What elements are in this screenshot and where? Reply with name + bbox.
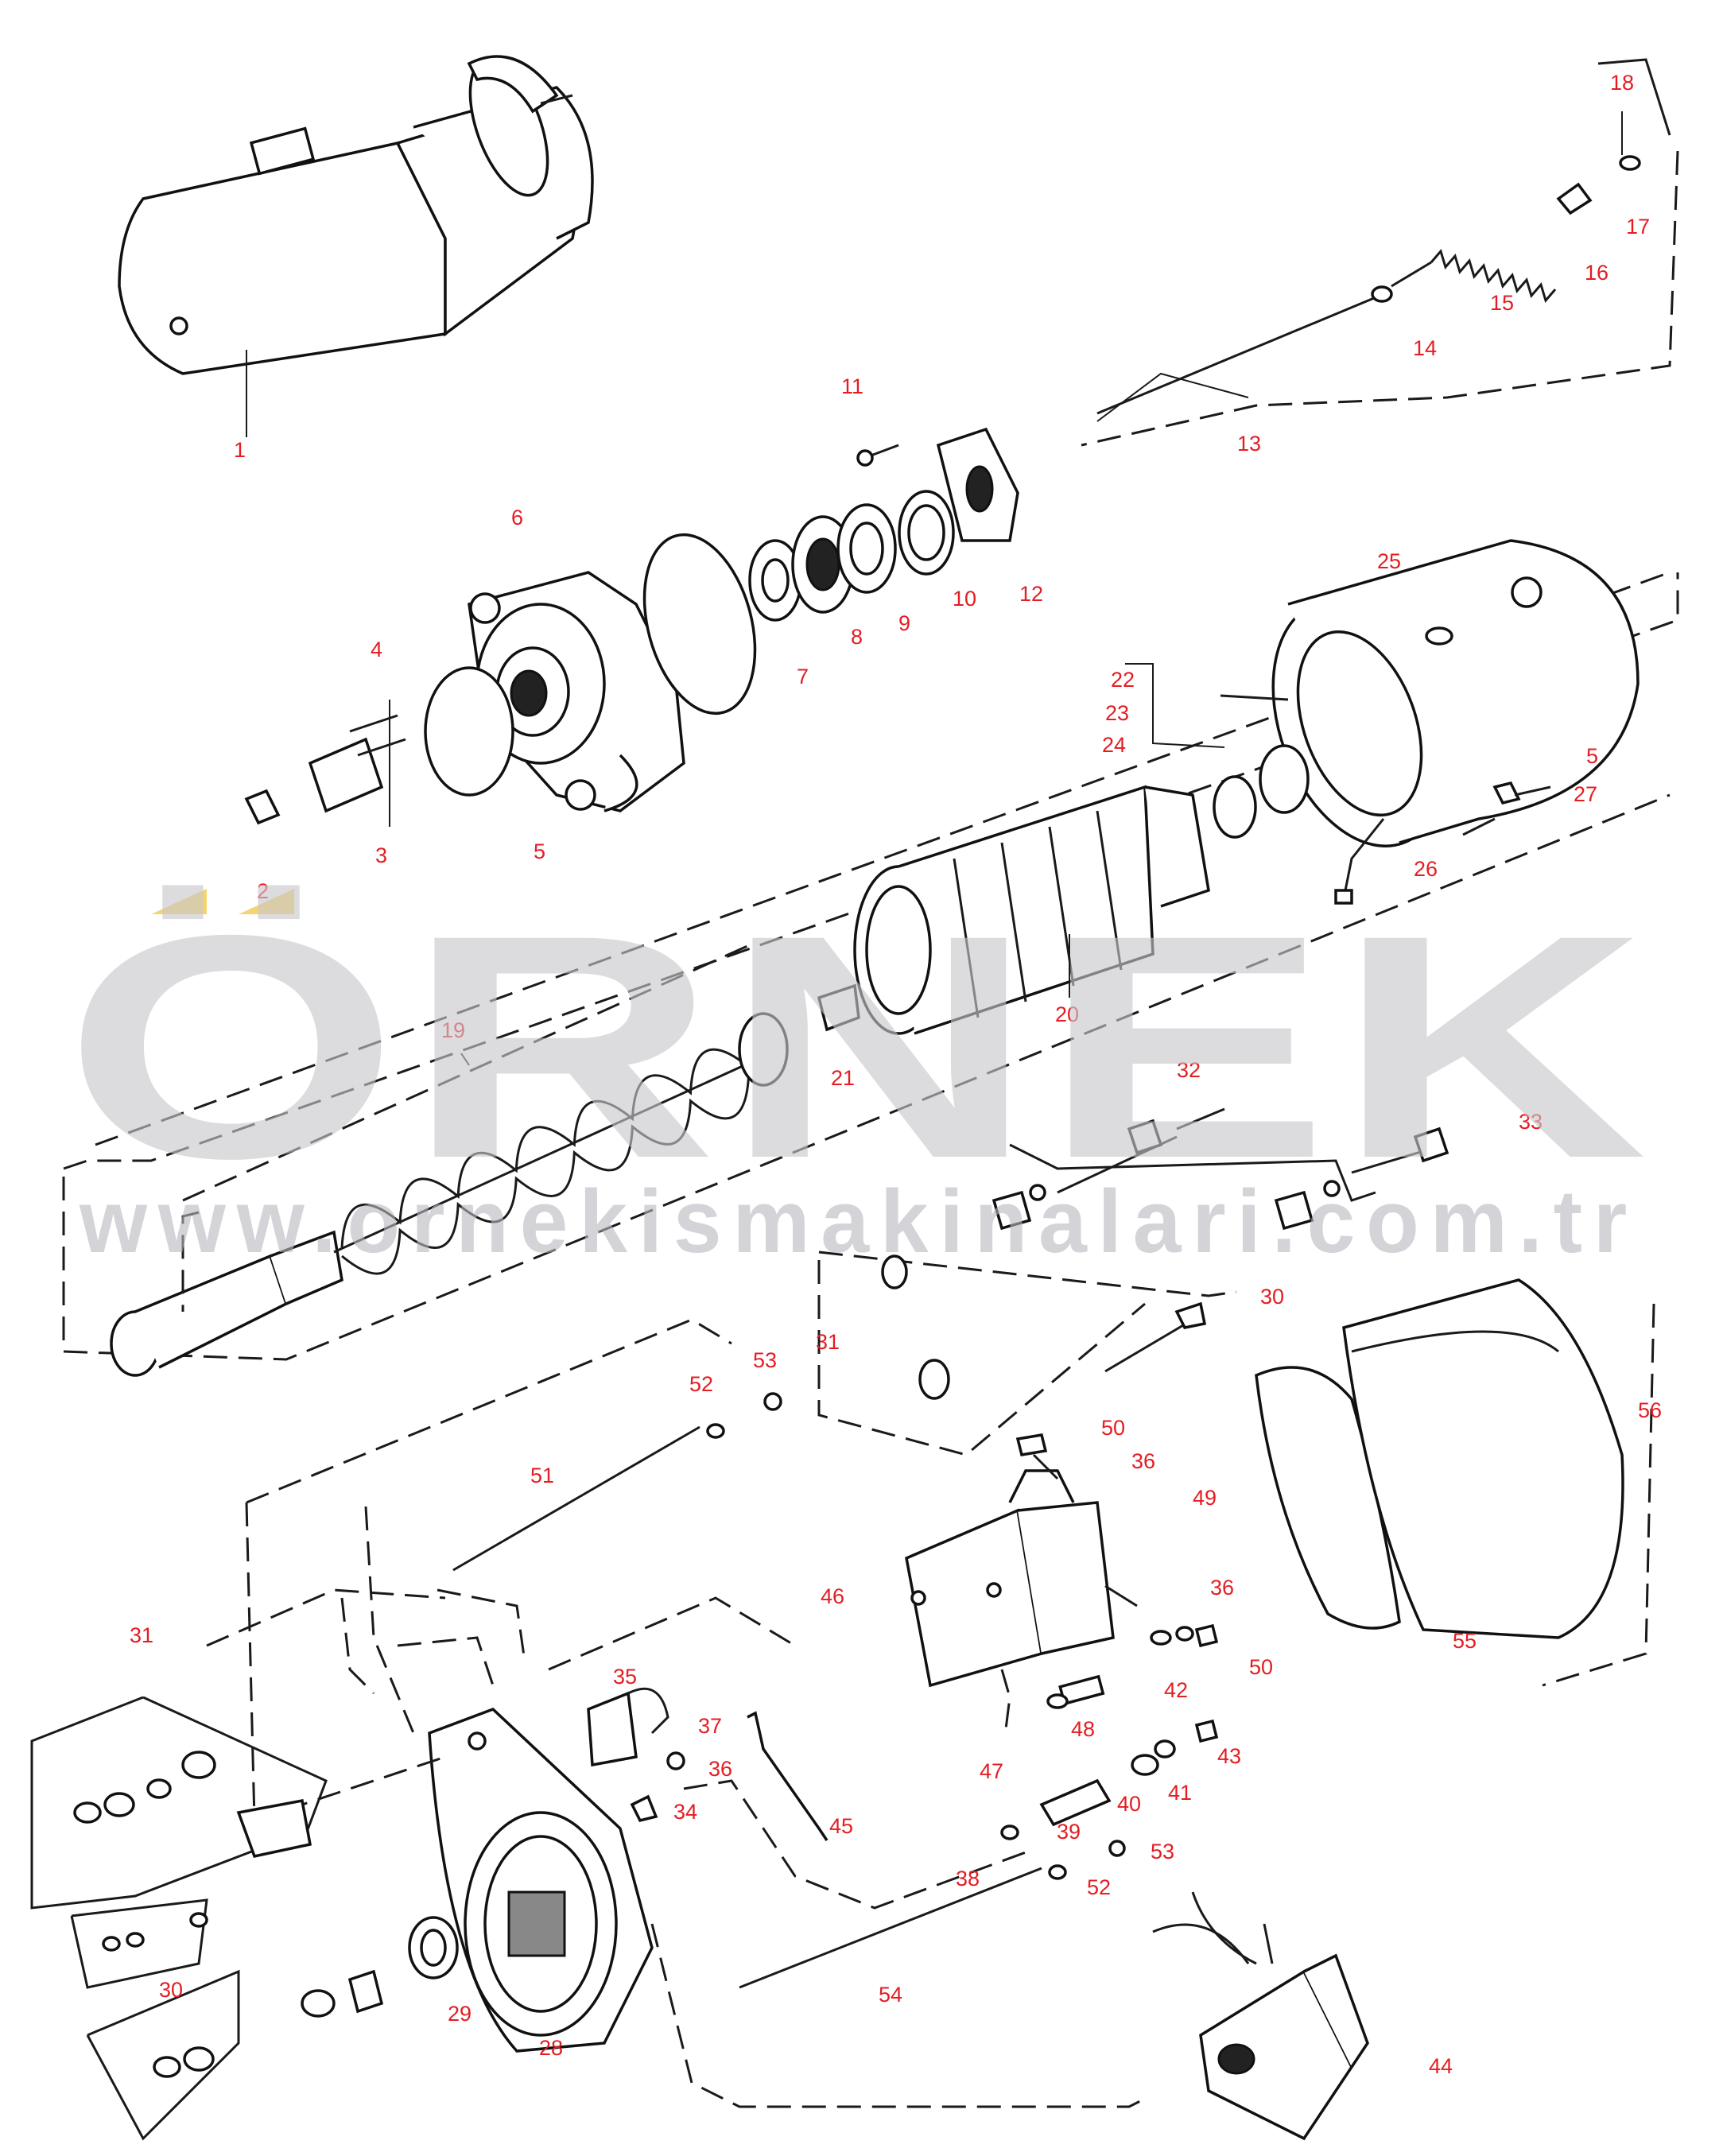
callout-44: 44	[1429, 2054, 1453, 2078]
bearing-stack	[748, 490, 955, 622]
starter-motor-assembly	[118, 55, 594, 437]
callout-36b: 36	[1210, 1576, 1234, 1600]
callout-21: 21	[831, 1066, 855, 1090]
callout-39: 39	[1057, 1820, 1081, 1844]
callout-35: 35	[613, 1665, 637, 1689]
callout-38: 38	[956, 1867, 980, 1890]
callout-25: 25	[1377, 549, 1401, 573]
brush-holder-plate	[905, 1469, 1138, 1688]
callout-7: 7	[797, 665, 809, 688]
callout-55: 55	[1453, 1629, 1477, 1653]
callout-41: 41	[1168, 1781, 1192, 1805]
callout-53b: 53	[1151, 1840, 1174, 1863]
callout-12: 12	[1019, 582, 1043, 606]
callout-54: 54	[879, 1983, 902, 2007]
callout-31b: 31	[130, 1623, 153, 1647]
callout-30b: 30	[159, 1978, 183, 2002]
callout-52a: 52	[689, 1372, 713, 1396]
callout-16: 16	[1585, 261, 1609, 285]
callout-37: 37	[698, 1714, 722, 1738]
callout-2: 2	[257, 879, 269, 903]
callout-3: 3	[375, 843, 387, 867]
armature	[853, 785, 1210, 1035]
callout-56: 56	[1638, 1398, 1662, 1422]
callout-34: 34	[673, 1800, 697, 1824]
callout-36c: 36	[708, 1757, 732, 1781]
callout-49: 49	[1193, 1486, 1217, 1510]
callout-29: 29	[448, 2002, 471, 2026]
callout-10: 10	[953, 587, 976, 611]
drive-shaft	[110, 1012, 789, 1377]
callout-19: 19	[441, 1018, 465, 1042]
callout-26: 26	[1414, 857, 1438, 881]
o-ring	[424, 666, 514, 797]
callout-13: 13	[1237, 432, 1261, 456]
commutator-end-housing	[428, 1707, 654, 2053]
callout-28: 28	[539, 2036, 563, 2060]
line-work	[30, 55, 1679, 2141]
callout-14: 14	[1413, 336, 1437, 360]
callout-53a: 53	[753, 1348, 777, 1372]
callout-45: 45	[829, 1814, 853, 1838]
callout-30a: 30	[1260, 1285, 1284, 1309]
callout-18: 18	[1610, 71, 1634, 95]
callout-50b: 50	[1249, 1655, 1273, 1679]
callout-9: 9	[898, 611, 910, 635]
o-ring	[642, 533, 757, 715]
callout-32: 32	[1177, 1058, 1201, 1082]
callout-52b: 52	[1087, 1875, 1111, 1899]
callout-51: 51	[530, 1464, 554, 1487]
callout-27: 27	[1574, 782, 1597, 806]
rod-assembly	[1096, 111, 1641, 415]
callout-6: 6	[511, 506, 523, 529]
callout-20: 20	[1055, 1002, 1079, 1026]
callout-11: 11	[841, 374, 863, 398]
callout-43: 43	[1217, 1744, 1241, 1768]
callout-8: 8	[851, 625, 863, 649]
callout-42: 42	[1164, 1678, 1188, 1702]
field-yoke	[1220, 539, 1640, 905]
rubber-boot	[1255, 1278, 1624, 1639]
callout-1: 1	[234, 438, 246, 462]
callout-47: 47	[980, 1759, 1003, 1783]
callout-22: 22	[1111, 668, 1135, 692]
callout-50a: 50	[1101, 1416, 1125, 1440]
callout-17: 17	[1626, 215, 1650, 238]
callout-24: 24	[1102, 733, 1126, 757]
callout-23: 23	[1105, 701, 1129, 725]
callout-46: 46	[821, 1584, 844, 1608]
callout-31a: 31	[816, 1330, 840, 1354]
callout-48: 48	[1071, 1717, 1095, 1741]
callout-labels: 1 2 3 4 5 5 6 7 8 9 10 11 12 13 14 15 16…	[130, 71, 1662, 2078]
callout-33: 33	[1519, 1110, 1543, 1134]
solenoid-switch	[1152, 1891, 1369, 2141]
callout-36a: 36	[1131, 1449, 1155, 1473]
callout-5a: 5	[534, 840, 545, 863]
callout-15: 15	[1490, 291, 1514, 315]
callout-4: 4	[371, 638, 382, 661]
callout-40: 40	[1117, 1792, 1141, 1816]
callout-5b: 5	[1586, 744, 1598, 768]
